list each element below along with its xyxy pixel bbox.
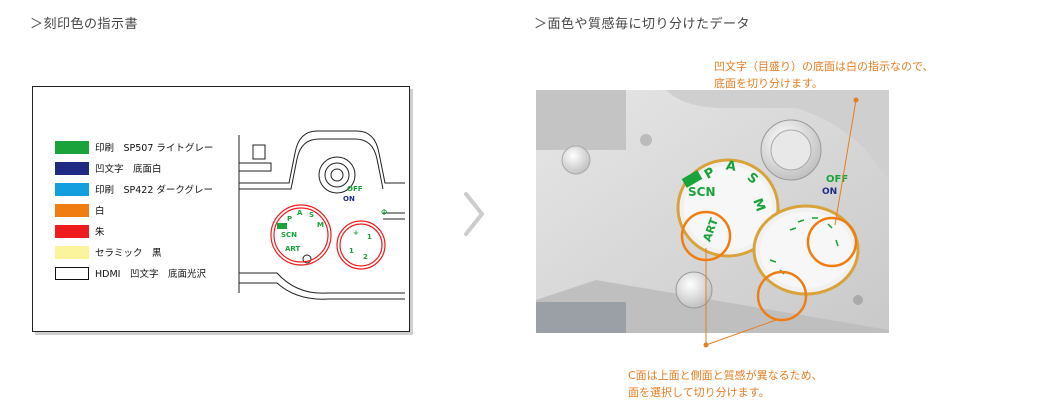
legend-swatch [55,140,89,154]
color-legend: 印刷 SP507 ライトグレー 凹文字 底面白 印刷 SP422 ダークグレー … [55,137,213,284]
legend-row-white: 白 [55,200,213,220]
svg-text:1: 1 [349,247,354,255]
camera-render-svg: SCN ART P A S M OFF ON [536,90,889,333]
photo-m-label: M [749,197,768,214]
annotation-line: 面を選択して切り分けます。 [628,386,770,399]
legend-swatch [55,182,89,196]
svg-text:S: S [309,211,314,219]
legend-swatch [55,266,89,280]
legend-label: 印刷 SP422 ダークグレー [95,185,214,196]
annotation-c-face: C面は上面と側面と質感が異なるため、 面を選択して切り分けます。 [628,367,823,401]
legend-row-vermilion: 朱 [55,221,213,241]
drawing-on-label: ON [343,195,355,203]
legend-row-engraved-white: 凹文字 底面白 [55,158,213,178]
instruction-panel: 印刷 SP507 ライトグレー 凹文字 底面白 印刷 SP422 ダークグレー … [32,86,410,332]
legend-label: 白 [95,206,105,217]
svg-text:+: + [353,229,359,237]
svg-text:Φ: Φ [381,208,387,217]
legend-label: セラミック 黒 [95,248,162,259]
legend-row-ceramic-black: セラミック 黒 [55,242,213,262]
annotation-line: C面は上面と側面と質感が異なるため、 [628,369,823,382]
legend-swatch [55,203,89,217]
photo-on-label: ON [822,187,837,197]
photo-off-label: OFF [826,174,848,185]
svg-text:M: M [317,221,324,229]
chevron-right-icon [464,192,484,236]
left-heading: ＞刻印色の指示書 [30,17,139,32]
svg-text:P: P [287,215,292,223]
right-heading: ＞面色や質感毎に切り分けたデータ [534,17,751,32]
annotation-engraved-bottom: 凹文字（目盛り）の底面は白の指示なので、 底面を切り分けます。 [714,58,934,92]
svg-text:2: 2 [363,253,368,261]
legend-swatch [55,245,89,259]
photo-scn-label: SCN [688,185,716,199]
legend-row-print-dark-gray: 印刷 SP422 ダークグレー [55,179,213,199]
svg-text:ART: ART [285,245,300,253]
photo-a-label: A [725,158,738,175]
legend-label: 印刷 SP507 ライトグレー [95,143,214,154]
legend-swatch [55,161,89,175]
legend-label: 朱 [95,227,105,238]
svg-text:A: A [297,209,303,217]
camera-render-image: SCN ART P A S M OFF ON [536,90,889,333]
svg-text:SCN: SCN [281,231,297,239]
annotation-line: 底面を切り分けます。 [714,77,823,90]
annotation-line: 凹文字（目盛り）の底面は白の指示なので、 [714,60,934,73]
svg-text:1: 1 [367,233,372,241]
legend-row-hdmi-gloss: HDMI 凹文字 底面光沢 [55,263,213,283]
drawing-off-label: OFF [347,185,363,193]
legend-row-print-light-gray: 印刷 SP507 ライトグレー [55,137,213,157]
legend-label: HDMI 凹文字 底面光沢 [95,269,206,280]
legend-label: 凹文字 底面白 [95,164,162,175]
legend-swatch [55,224,89,238]
